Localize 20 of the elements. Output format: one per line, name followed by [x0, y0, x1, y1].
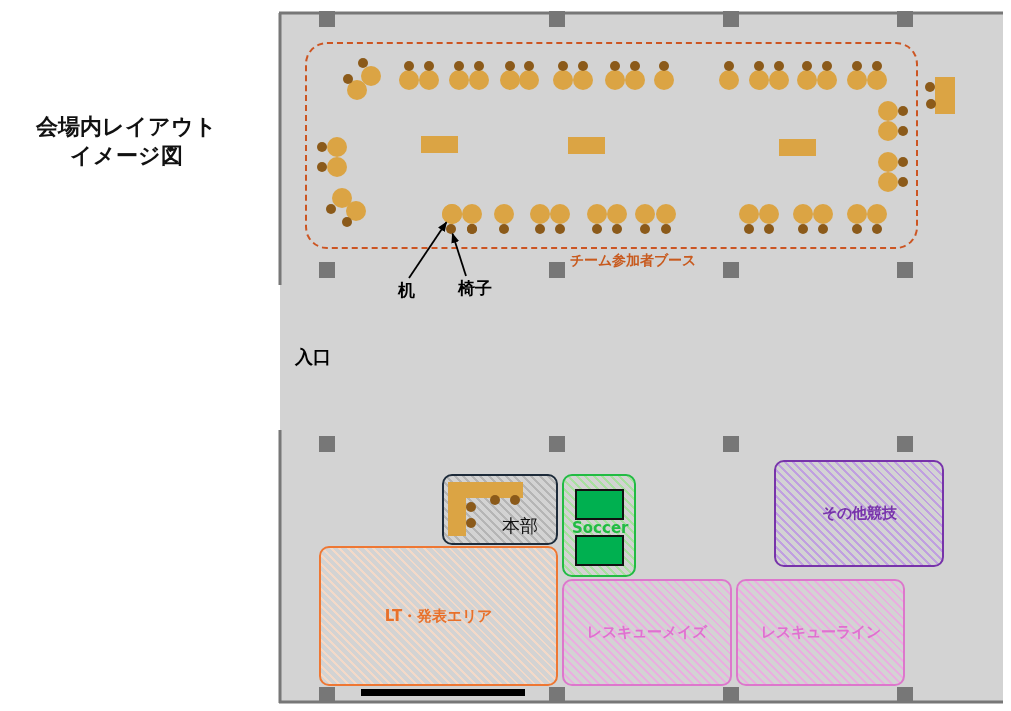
arrow	[451, 232, 467, 277]
area-label: レスキューメイズ	[587, 623, 707, 642]
entrance-label: 入口	[295, 345, 331, 369]
title: 会場内レイアウトイメージ図	[35, 113, 217, 170]
arrow	[408, 221, 448, 279]
area-label: Soccer	[572, 519, 629, 537]
soccer-area	[562, 474, 636, 577]
area-label: レスキューライン	[760, 623, 881, 642]
area-label: LT・発表エリア	[384, 606, 493, 626]
chair	[446, 224, 456, 234]
competition-area	[562, 579, 732, 686]
headquarters-area	[442, 474, 558, 545]
competition-area	[319, 546, 558, 686]
area-label: その他競技	[821, 504, 897, 523]
area-label: チーム参加者ブース	[570, 252, 696, 270]
callout-label: 椅子	[458, 277, 498, 301]
competition-area	[736, 579, 905, 686]
competition-area	[774, 460, 944, 567]
area-label: 本部	[502, 514, 538, 538]
callout-label: 机	[398, 279, 420, 303]
